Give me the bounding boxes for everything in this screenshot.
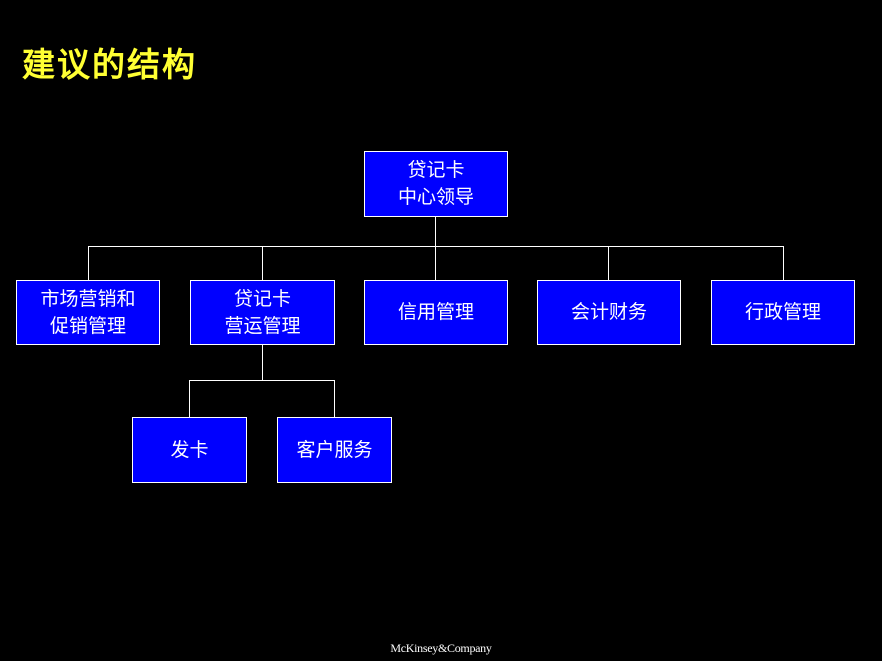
node-operations-line2: 营运管理: [224, 314, 301, 337]
connector-level1-horizontal: [88, 246, 784, 247]
node-root-card-center-leader: 贷记卡 中心领导: [364, 151, 508, 217]
connector-sub-2: [334, 380, 335, 418]
node-administration: 行政管理: [711, 280, 855, 345]
connector-dept-1: [88, 246, 89, 280]
node-root-line1: 贷记卡: [407, 159, 465, 181]
footer-brand: McKinsey&Company: [390, 641, 492, 655]
node-marketing-line1: 市场营销和: [40, 287, 136, 310]
connector-dept-3: [435, 246, 436, 280]
node-root-line2: 中心领导: [397, 186, 474, 208]
connector-ops-down: [262, 344, 263, 381]
node-issuance-label: 发卡: [170, 438, 209, 461]
node-marketing-promotion: 市场营销和 促销管理: [16, 280, 160, 345]
node-marketing-line2: 促销管理: [49, 314, 126, 337]
node-customer-service: 客户服务: [277, 417, 392, 483]
node-administration-label: 行政管理: [744, 301, 821, 323]
node-card-operations: 贷记卡 营运管理: [190, 280, 335, 345]
connector-root-down: [435, 216, 436, 247]
node-operations-line1: 贷记卡: [233, 287, 291, 310]
node-credit-management: 信用管理: [364, 280, 508, 345]
node-accounting-label: 会计财务: [570, 301, 647, 323]
node-accounting-finance: 会计财务: [537, 280, 681, 345]
connector-dept-2: [262, 246, 263, 280]
connector-level2-horizontal: [189, 380, 335, 381]
connector-dept-5: [783, 246, 784, 280]
node-customer-service-label: 客户服务: [296, 438, 373, 461]
connector-sub-1: [189, 380, 190, 418]
connector-dept-4: [608, 246, 609, 280]
slide-title: 建议的结构: [22, 45, 197, 84]
node-credit-label: 信用管理: [397, 301, 474, 323]
node-card-issuance: 发卡: [132, 417, 247, 483]
